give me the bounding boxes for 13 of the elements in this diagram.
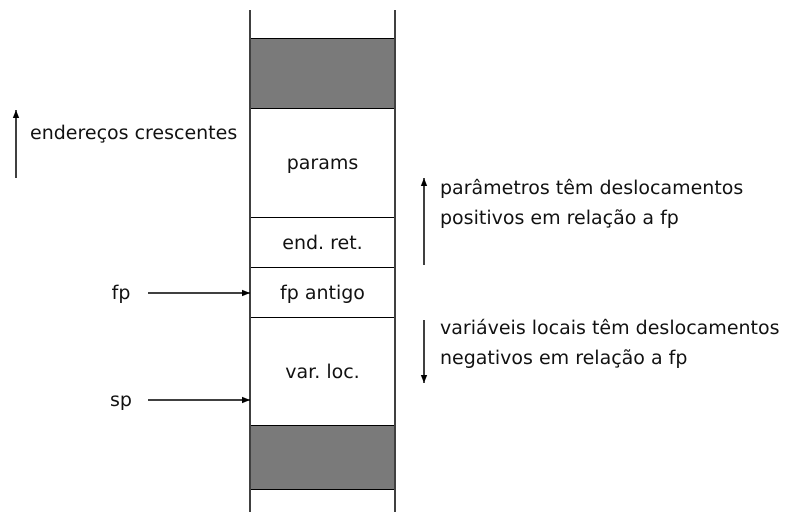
annotation-text: parâmetros têm deslocamentos positivos em relação a fp bbox=[440, 176, 744, 231]
shaded-block bbox=[251, 425, 394, 490]
cell-label: var. loc. bbox=[285, 360, 360, 382]
annotation-text: endereços crescentes bbox=[30, 121, 238, 146]
arrow bbox=[148, 396, 250, 404]
cell-label: end. ret. bbox=[282, 232, 363, 254]
pointer-label: fp bbox=[112, 282, 130, 304]
cell-label: fp antigo bbox=[280, 282, 365, 304]
arrow bbox=[148, 290, 250, 296]
pointer-label: sp bbox=[110, 389, 132, 411]
annotation-text: variáveis locais têm deslocamentos negativos em relação a fp bbox=[440, 316, 781, 371]
cell-label: params bbox=[286, 152, 358, 174]
shaded-block bbox=[251, 38, 394, 109]
